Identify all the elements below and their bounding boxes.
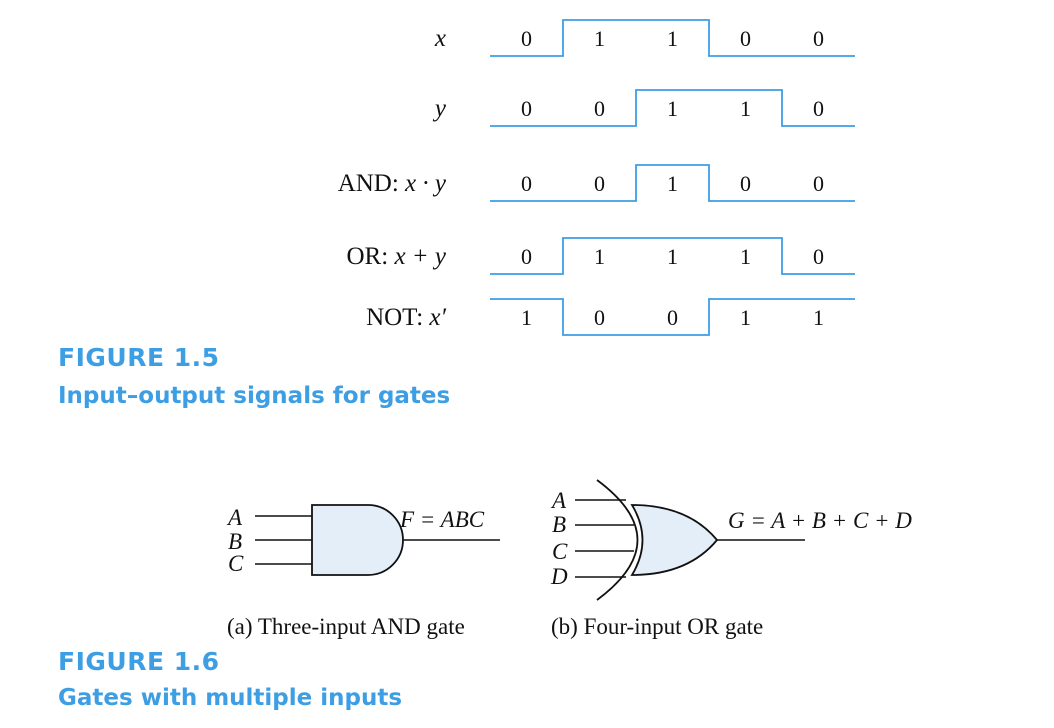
signal-waveform <box>490 237 855 275</box>
signal-bit-value: 1 <box>667 171 678 196</box>
signal-bit-value: 0 <box>521 26 532 51</box>
and-input-c-label: C <box>228 551 244 576</box>
signal-bit-value: 1 <box>740 96 751 121</box>
signal-bit-value: 1 <box>667 26 678 51</box>
signal-waveform <box>490 164 855 202</box>
signal-bit-value: 1 <box>740 244 751 269</box>
or-gate-body <box>630 504 719 576</box>
or-input-b-label: B <box>552 512 566 537</box>
signal-bit-value: 0 <box>740 26 751 51</box>
signal-bit-value: 0 <box>813 96 824 121</box>
signal-bit-value: 0 <box>594 96 605 121</box>
and-gate-diagram: A B C F = ABC (a) Three-input AND gate <box>226 504 500 639</box>
and-gate-caption: (a) Three-input AND gate <box>227 614 465 639</box>
figure-1-6-caption: Gates with multiple inputs <box>58 685 403 711</box>
signal-bit-value: 0 <box>813 244 824 269</box>
or-gate-caption: (b) Four-input OR gate <box>551 614 763 639</box>
figure-1-5-caption: Input–output signals for gates <box>58 383 451 409</box>
and-input-b-label: B <box>228 529 242 554</box>
signal-bit-value: 0 <box>521 96 532 121</box>
signal-row: y 0 0 1 1 0 <box>432 89 855 127</box>
signal-waveform <box>490 89 855 127</box>
or-gate-diagram: A B C D G = A + B + C + D (b) Four-input… <box>550 479 912 639</box>
signal-bit-value: 0 <box>813 26 824 51</box>
signal-bit-value: 0 <box>813 171 824 196</box>
signal-bit-value: 1 <box>594 244 605 269</box>
or-input-a-label: A <box>550 488 567 513</box>
signal-waveform <box>490 19 855 57</box>
signal-waveform <box>490 298 855 336</box>
or-input-bus-curve <box>596 479 639 601</box>
signal-row: AND: x · y 0 0 1 0 0 <box>338 164 855 202</box>
signal-bit-value: 0 <box>667 305 678 330</box>
signal-label: OR: x + y <box>347 243 447 270</box>
signal-bit-value: 0 <box>740 171 751 196</box>
signal-bit-value: 1 <box>667 96 678 121</box>
and-gate-body <box>311 504 404 576</box>
signal-bit-value: 1 <box>521 305 532 330</box>
signal-label: NOT: x′ <box>366 304 446 331</box>
signal-bit-value: 0 <box>521 171 532 196</box>
signal-bit-value: 1 <box>813 305 824 330</box>
signal-bit-value: 0 <box>594 305 605 330</box>
signal-row: x 0 1 1 0 0 <box>434 19 855 57</box>
signal-label: AND: x · y <box>338 170 447 197</box>
and-input-a-label: A <box>226 505 243 530</box>
signal-bit-value: 1 <box>667 244 678 269</box>
signal-row: OR: x + y 0 1 1 1 0 <box>347 237 855 275</box>
signal-label: y <box>432 95 447 122</box>
signal-bit-value: 0 <box>521 244 532 269</box>
or-output-label: G = A + B + C + D <box>728 508 912 533</box>
signal-bit-value: 0 <box>594 171 605 196</box>
signal-label: x <box>434 25 446 52</box>
signal-bit-value: 1 <box>740 305 751 330</box>
signal-row: NOT: x′ 1 0 0 1 1 <box>366 298 855 336</box>
and-output-label: F = ABC <box>399 507 485 532</box>
signal-bit-value: 1 <box>594 26 605 51</box>
figure-1-5-number: FIGURE 1.5 <box>58 343 220 372</box>
or-input-d-label: D <box>550 564 568 589</box>
or-input-c-label: C <box>552 539 568 564</box>
figure-1-6-number: FIGURE 1.6 <box>58 647 220 676</box>
